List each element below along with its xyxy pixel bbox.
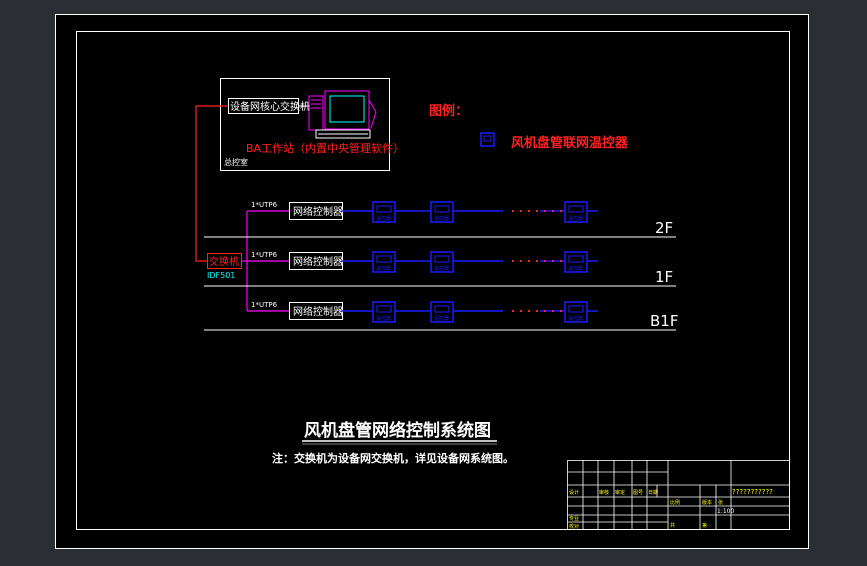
idf-switch-id: IDF501	[207, 271, 235, 280]
cable-label: 1*UTP6	[251, 201, 278, 209]
title-block-cell: 张	[718, 499, 723, 506]
network-controller-label: 网络控制器	[293, 255, 343, 268]
cable-label: 1*UTP6	[251, 251, 278, 259]
legend-item-label: 风机盘管联网温控器	[511, 135, 629, 151]
thermostat-label: 温控器	[434, 265, 449, 272]
floor-label: 1F	[655, 268, 673, 286]
thermostat-label: 温控器	[434, 315, 449, 322]
title-block-cell: 日期	[648, 490, 658, 496]
title-block-cell: 专业	[569, 515, 579, 522]
title-block-cell: 版本	[702, 499, 712, 506]
thermostat-label: 温控器	[376, 215, 391, 222]
thermostat-icon: 温控器	[564, 301, 588, 323]
core-switch-box	[228, 98, 299, 114]
drawing-note: 注：交换机为设备网交换机，详见设备网系统图。	[272, 451, 514, 465]
floor-label: B1F	[650, 312, 678, 330]
sheet-border	[55, 14, 809, 549]
backbone-link	[195, 105, 228, 262]
thermostat-icon: 温控器	[564, 251, 588, 273]
thermostat-icon: 温控器	[430, 301, 454, 323]
title-block-cell: 审核	[599, 489, 609, 496]
core-switch-label: 设备网核心交换机	[230, 100, 310, 113]
title-block-cell: 比例	[670, 499, 680, 506]
legend-title: 图例：	[429, 103, 468, 119]
thermostat-label: 温控器	[376, 265, 391, 272]
thermostat-icon: 温控器	[430, 201, 454, 223]
title-block-project: ???????????	[732, 488, 773, 496]
legend-thermostat-icon	[480, 132, 495, 147]
floor-label: 2F	[655, 219, 673, 237]
title-block-cell: 图号	[633, 490, 643, 496]
thermostat-icon: 温控器	[372, 251, 396, 273]
title-block-cell: 第	[702, 522, 707, 529]
title-block-cell: 共	[670, 522, 675, 529]
cable-label: 1*UTP6	[251, 301, 278, 309]
control-room-box	[220, 78, 390, 171]
title-block-cell: 设计	[569, 489, 579, 496]
workstation-computer-icon	[308, 90, 377, 139]
network-controller-label: 网络控制器	[293, 305, 343, 318]
thermostat-icon: 温控器	[372, 301, 396, 323]
drawing-title: 风机盘管网络控制系统图	[304, 420, 491, 441]
thermostat-label: 温控器	[568, 315, 583, 322]
title-block-cell: 审定	[615, 489, 625, 496]
thermostat-icon: 温控器	[372, 201, 396, 223]
title-block-scale: 1:100	[717, 508, 734, 515]
thermostat-label: 温控器	[568, 265, 583, 272]
title-block	[567, 460, 790, 530]
thermostat-icon: 温控器	[430, 251, 454, 273]
control-room-label: 总控室	[224, 157, 248, 167]
inner-frame	[76, 31, 790, 530]
idf-switch-label: 交换机	[209, 255, 239, 268]
thermostat-label: 温控器	[376, 315, 391, 322]
title-block-cell: 校对	[569, 523, 579, 530]
title-block-cells: 设计 审核审定 图号日期比例 版本张共 第 专业校对	[569, 489, 723, 530]
thermostat-label: 温控器	[434, 215, 449, 222]
drawing-sheet	[55, 14, 809, 549]
ba-workstation-label: BA工作站（内置中央管理软件）	[246, 141, 404, 155]
thermostat-label: 温控器	[568, 215, 583, 222]
thermostat-icon: 温控器	[564, 201, 588, 223]
network-controller-label: 网络控制器	[293, 205, 343, 218]
